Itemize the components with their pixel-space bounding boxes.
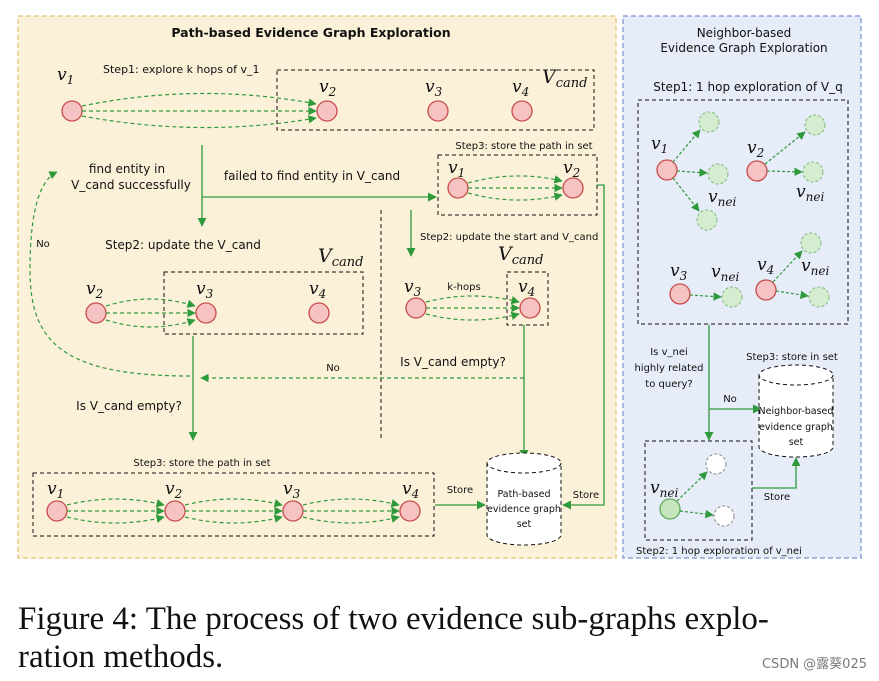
node-v4-bottom: v4 — [399, 479, 421, 522]
watermark: CSDN @露葵025 — [761, 657, 867, 672]
svg-text:v2: v2 — [86, 279, 103, 301]
khop-arrows-bottom — [66, 498, 400, 524]
empty-right-label: Is V_cand empty? — [400, 355, 506, 369]
right-panel — [622, 15, 862, 559]
khop-arrows-top — [81, 92, 317, 129]
svg-text:vnei: vnei — [801, 256, 829, 278]
node-v3-bottom: v3 — [282, 479, 304, 522]
svg-text:v2: v2 — [319, 77, 336, 99]
step2-right-label: Step2: update the start and V_cand — [420, 232, 598, 243]
step3-bottom-label: Step3: store the path in set — [133, 458, 270, 469]
svg-text:v2: v2 — [165, 479, 182, 501]
neighbor-box-bottom — [644, 440, 753, 541]
neighbor-box-top — [637, 99, 849, 325]
find-entity-label-1: find entity in — [89, 162, 165, 176]
no-left-label: No — [36, 239, 50, 250]
svg-text:v3: v3 — [425, 77, 443, 99]
svg-text:v1: v1 — [448, 158, 465, 180]
cluster-vnei: vnei — [650, 453, 735, 527]
vcand-box-right — [506, 271, 549, 326]
svg-text:vnei: vnei — [708, 187, 736, 209]
node-v3-mid: v3 — [195, 279, 217, 324]
svg-text:evidence graph: evidence graph — [487, 504, 561, 515]
step2-left-label: Step2: update the V_cand — [105, 238, 261, 252]
figure-caption: Figure 4: The process of two evidence su… — [18, 600, 878, 676]
svg-text:v3: v3 — [196, 279, 214, 301]
neighbor-evidence-set-cylinder: Neighbor-based evidence graph set — [758, 364, 834, 458]
node-v4-right: v4 — [518, 277, 541, 319]
no-mid-label: No — [326, 363, 340, 374]
right-panel-title-1: Neighbor-based — [697, 26, 792, 40]
svg-text:v1: v1 — [651, 134, 668, 156]
cluster-v2: v2 vnei — [746, 114, 826, 204]
vcand-box-top — [276, 69, 595, 131]
question-line-1: Is v_nei — [650, 347, 688, 358]
svg-text:v1: v1 — [47, 479, 64, 501]
svg-text:v3: v3 — [283, 479, 301, 501]
node-v1-tr: v1 — [447, 158, 469, 199]
store-left-label: Store — [447, 485, 473, 496]
empty-left-label: Is V_cand empty? — [76, 399, 182, 413]
svg-text:v4: v4 — [402, 479, 419, 501]
node-v2-top: v2 — [316, 77, 338, 122]
node-v1-top: v1 — [57, 65, 83, 122]
left-step1-label: Step1: explore k hops of v_1 — [103, 63, 260, 76]
svg-text:vnei: vnei — [796, 182, 824, 204]
right-step3-label: Step3: store in set — [746, 352, 838, 363]
find-entity-label-2: V_cand successfully — [71, 178, 191, 192]
svg-text:Neighbor-based: Neighbor-based — [759, 406, 834, 417]
question-line-3: to query? — [645, 379, 692, 390]
vcand-label-top: Vcand — [542, 66, 587, 91]
diagram-canvas: Path-based Evidence Graph Exploration St… — [17, 15, 862, 559]
caption-line-2: ration methods. — [18, 639, 224, 675]
arrow-store-neighbor — [752, 457, 801, 489]
vcand-label-mid: Vcand — [318, 245, 363, 270]
svg-text:v3: v3 — [404, 277, 422, 299]
svg-text:vnei: vnei — [711, 262, 739, 284]
svg-text:vnei: vnei — [650, 478, 678, 500]
khop-arrows-tr — [467, 175, 563, 201]
question-line-2: highly related — [634, 363, 703, 374]
cluster-v4: v4 vnei — [755, 232, 830, 308]
svg-text:v4: v4 — [309, 279, 326, 301]
node-v3-top: v3 — [425, 77, 449, 122]
arrow-store-right — [562, 184, 605, 510]
right-store-label: Store — [764, 492, 790, 503]
path-evidence-set-cylinder: Path-based evidence graph set — [486, 452, 562, 546]
svg-text:v4: v4 — [518, 277, 535, 299]
node-v4-mid: v4 — [308, 279, 330, 324]
caption-line-1: Figure 4: The process of two evidence su… — [18, 601, 769, 637]
svg-text:v4: v4 — [757, 255, 774, 277]
path-box-bottom — [32, 472, 435, 537]
vcand-label-right: Vcand — [498, 243, 543, 268]
svg-text:v4: v4 — [512, 77, 529, 99]
khops-label: k-hops — [447, 282, 480, 293]
step3-top-label: Step3: store the path in set — [455, 141, 592, 152]
right-step1-label: Step1: 1 hop exploration of V_q — [653, 80, 843, 94]
arrow-no-loop — [29, 171, 191, 377]
svg-text:v1: v1 — [57, 65, 74, 87]
svg-text:Path-based: Path-based — [498, 489, 551, 500]
right-step2-label: Step2: 1 hop exploration of v_nei — [636, 546, 802, 557]
node-v2-tr: v2 — [562, 158, 584, 199]
khop-arrows-right — [425, 295, 520, 321]
svg-text:set: set — [517, 519, 532, 530]
failed-label: failed to find entity in V_cand — [224, 169, 400, 183]
cluster-v1: v1 vnei — [651, 111, 736, 231]
node-v3-right: v3 — [404, 277, 427, 319]
store-right-label: Store — [573, 490, 599, 501]
svg-text:v2: v2 — [563, 158, 580, 180]
svg-text:v2: v2 — [747, 138, 764, 160]
svg-text:v3: v3 — [670, 261, 688, 283]
khop-arrows-mid — [105, 298, 196, 328]
svg-text:evidence graph: evidence graph — [759, 422, 833, 433]
cluster-v3: v3 vnei — [669, 261, 743, 308]
node-v4-top: v4 — [511, 77, 533, 122]
right-no-label: No — [723, 394, 737, 405]
right-panel-title-2: Evidence Graph Exploration — [660, 41, 827, 55]
vcand-box-mid — [163, 271, 364, 335]
left-panel-title: Path-based Evidence Graph Exploration — [171, 25, 450, 40]
svg-text:set: set — [789, 437, 804, 448]
